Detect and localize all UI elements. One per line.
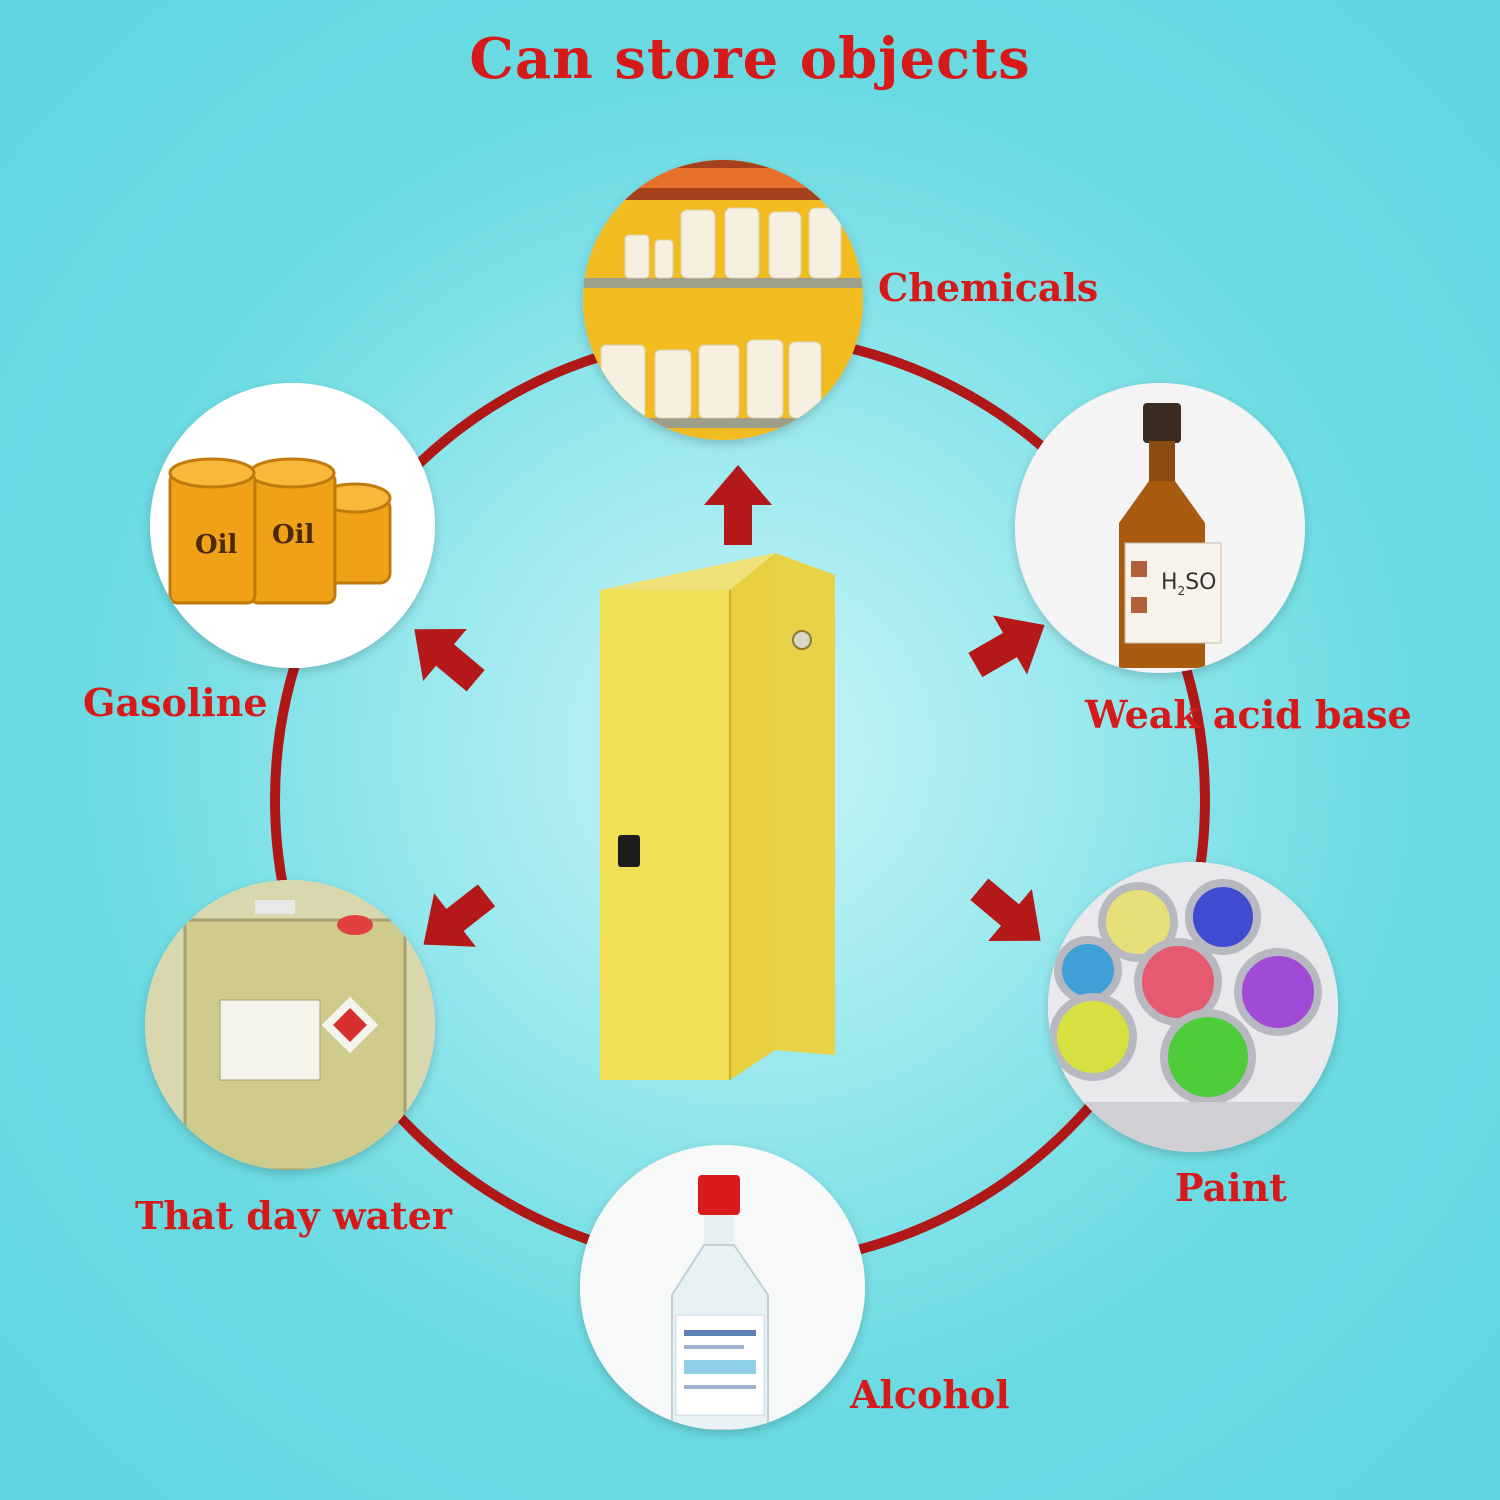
- label-alcohol: Alcohol: [850, 1372, 1010, 1417]
- weak-acid-image: H2SO: [1015, 383, 1305, 673]
- page-title: Can store objects: [469, 26, 1031, 92]
- cabinet-handle-icon: [618, 835, 640, 867]
- oil-barrels-icon: Oil Oil: [150, 383, 435, 668]
- metal-can-icon: [145, 880, 435, 1170]
- svg-text:H2SO: H2SO: [1161, 570, 1216, 598]
- alcohol-bottle-icon: [580, 1145, 865, 1430]
- label-chemicals: Chemicals: [878, 265, 1099, 310]
- gasoline-image: Oil Oil: [150, 383, 435, 668]
- label-weak-acid-base: Weak acid base: [1085, 692, 1412, 737]
- acid-bottle-icon: H2SO: [1015, 383, 1305, 673]
- arrow-upper-right-icon: [958, 595, 1062, 695]
- chemicals-shelf-icon: [583, 160, 863, 440]
- arrow-lower-left-icon: [402, 868, 508, 972]
- alcohol-image: [580, 1145, 865, 1430]
- chemicals-image: [583, 160, 863, 440]
- svg-text:Oil: Oil: [272, 520, 315, 550]
- label-gasoline: Gasoline: [83, 680, 268, 725]
- water-container-image: [145, 880, 435, 1170]
- label-paint: Paint: [1175, 1165, 1287, 1210]
- arrow-upper-left-icon: [392, 603, 498, 707]
- svg-text:Oil: Oil: [195, 530, 238, 560]
- arrow-lower-right-icon: [957, 863, 1063, 967]
- label-that-day-water: That day water: [135, 1193, 452, 1238]
- paint-image: [1048, 862, 1338, 1152]
- arrow-up-icon: [704, 465, 772, 545]
- safety-cabinet: [600, 553, 835, 1080]
